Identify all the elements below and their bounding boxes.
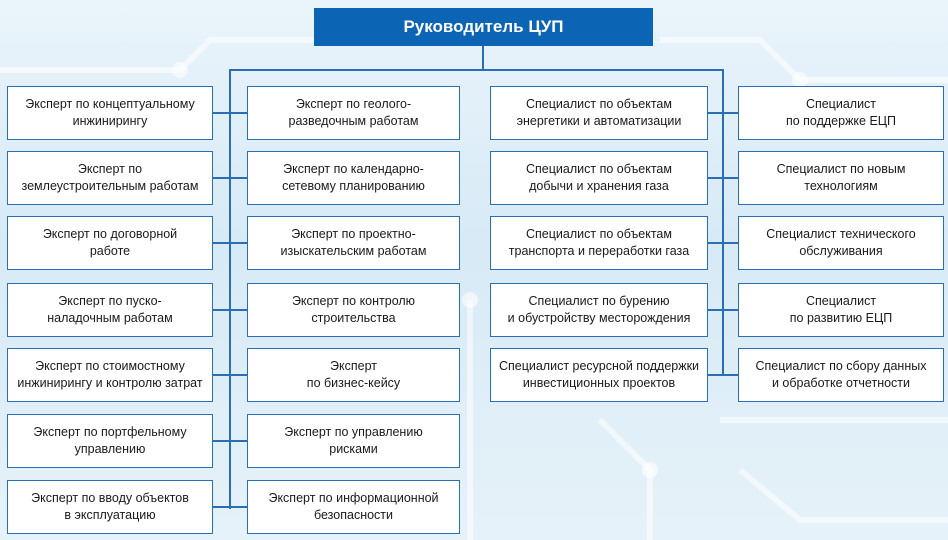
role-box-d-3: Специалист технического обслуживания [738, 216, 944, 270]
role-box-b-3: Эксперт по проектно- изыскательским рабо… [247, 216, 460, 270]
role-box-d-4: Специалист по развитию ЕЦП [738, 283, 944, 337]
connector-bus [230, 69, 724, 71]
role-box-a-3: Эксперт по договорной работе [7, 216, 213, 270]
role-box-b-4: Эксперт по контролю строительства [247, 283, 460, 337]
connector-branch [708, 374, 738, 376]
role-box-d-2: Специалист по новым технологиям [738, 151, 944, 205]
head-title: Руководитель ЦУП [403, 17, 564, 36]
connector-branch [708, 309, 738, 311]
role-box-a-5: Эксперт по стоимостному инжинирингу и ко… [7, 348, 213, 402]
connector-branch [708, 242, 738, 244]
connector-branch [213, 177, 247, 179]
connector-spine-right [722, 69, 724, 376]
role-box-d-1: Специалист по поддержке ЕЦП [738, 86, 944, 140]
role-box-a-7: Эксперт по вводу объектов в эксплуатацию [7, 480, 213, 534]
connector-branch [213, 242, 247, 244]
role-box-c-2: Специалист по объектам добычи и хранения… [490, 151, 708, 205]
connector-branch [213, 440, 247, 442]
role-box-a-4: Эксперт по пуско- наладочным работам [7, 283, 213, 337]
connector-branch [213, 506, 247, 508]
connector-branch [213, 309, 247, 311]
role-box-a-1: Эксперт по концептуальному инжинирингу [7, 86, 213, 140]
role-box-a-2: Эксперт по землеустроительным работам [7, 151, 213, 205]
role-box-b-6: Эксперт по управлению рисками [247, 414, 460, 468]
role-box-b-7: Эксперт по информационной безопасности [247, 480, 460, 534]
role-box-c-5: Специалист ресурсной поддержки инвестици… [490, 348, 708, 402]
connector-branch [213, 374, 247, 376]
connector-spine-left [229, 69, 231, 509]
head-box: Руководитель ЦУП [314, 8, 653, 46]
role-box-b-5: Эксперт по бизнес-кейсу [247, 348, 460, 402]
connector-branch [708, 112, 738, 114]
role-box-b-1: Эксперт по геолого- разведочным работам [247, 86, 460, 140]
role-box-d-5: Специалист по сбору данных и обработке о… [738, 348, 944, 402]
connector-branch [708, 177, 738, 179]
connector-stem [482, 46, 484, 70]
role-box-c-1: Специалист по объектам энергетики и авто… [490, 86, 708, 140]
connector-branch [213, 112, 247, 114]
role-box-c-4: Специалист по бурению и обустройству мес… [490, 283, 708, 337]
role-box-b-2: Эксперт по календарно- сетевому планиров… [247, 151, 460, 205]
role-box-c-3: Специалист по объектам транспорта и пере… [490, 216, 708, 270]
role-box-a-6: Эксперт по портфельному управлению [7, 414, 213, 468]
